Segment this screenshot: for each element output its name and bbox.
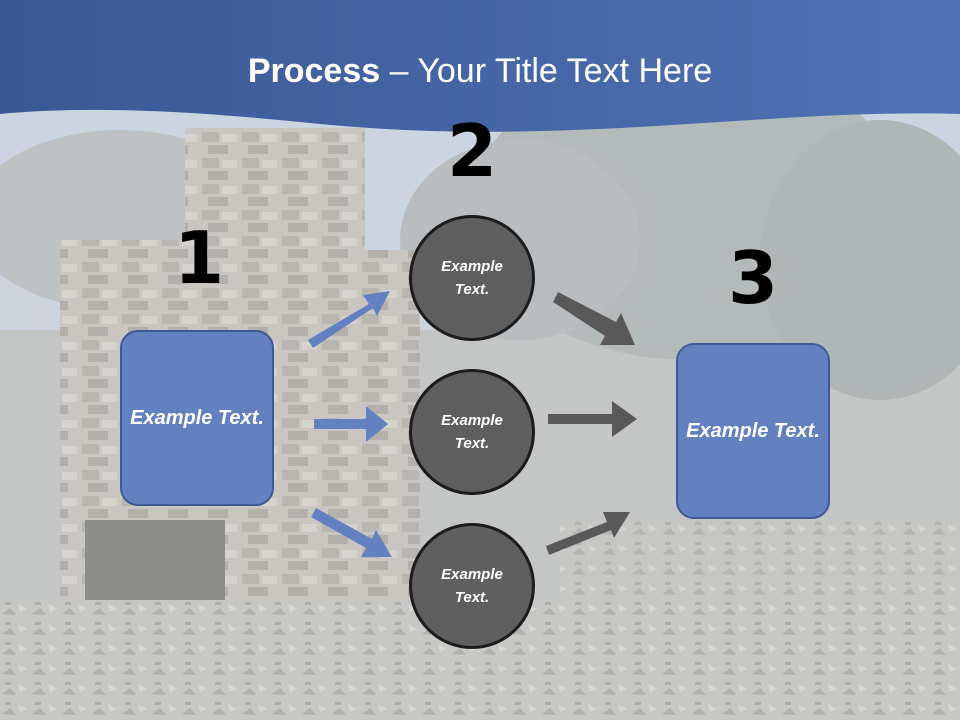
arrow-to-circle-top: [308, 291, 390, 348]
arrow-to-circle-middle: [314, 406, 388, 442]
step-number-1: 1: [173, 216, 225, 300]
blue-arrows: [308, 291, 392, 557]
title-rest: – Your Title Text Here: [380, 52, 713, 90]
step-number-2: 2: [446, 109, 498, 193]
right-box-text: Example Text.: [686, 419, 820, 442]
title-bold: Process: [247, 52, 381, 90]
arrow-from-circle-top: [553, 292, 635, 345]
circle-bottom-text: Example Text.: [441, 566, 503, 606]
circle-top-text: Example Text.: [441, 258, 503, 298]
circle-middle: Example Text.: [409, 369, 535, 495]
circle-bottom: Example Text.: [409, 523, 535, 649]
circle-top: Example Text.: [409, 215, 535, 341]
right-box: Example Text.: [676, 343, 830, 519]
slide-title: Process – Your Title Text Here: [0, 52, 960, 91]
left-box-text: Example Text.: [130, 406, 264, 429]
step-number-3: 3: [727, 236, 779, 320]
arrow-from-circle-middle: [548, 401, 637, 437]
left-box: Example Text.: [120, 330, 274, 506]
arrow-to-circle-bottom: [311, 508, 392, 557]
circle-middle-text: Example Text.: [441, 412, 503, 452]
grey-arrows: [546, 292, 637, 555]
arrow-from-circle-bottom: [546, 512, 630, 555]
